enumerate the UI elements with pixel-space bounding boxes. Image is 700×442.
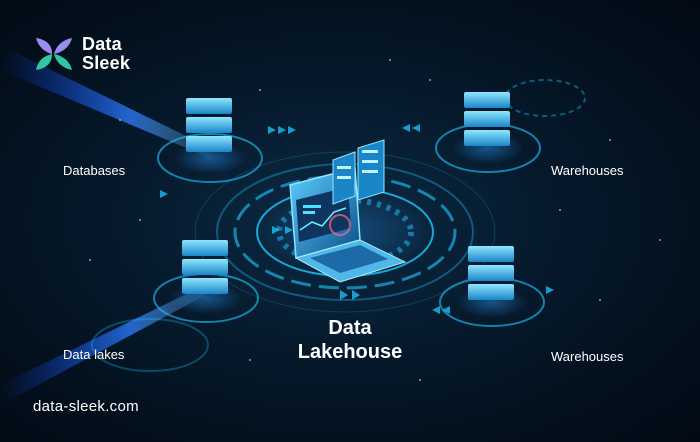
center-title: Data Lakehouse [276, 316, 424, 364]
label-data-lakes: Data lakes [63, 347, 125, 362]
light-particles [89, 59, 661, 381]
center-title-line1: Data [328, 317, 372, 339]
label-warehouses-top: Warehouses [551, 163, 624, 178]
website-link[interactable]: data-sleek.com [33, 398, 139, 415]
central-server-rack-icon [332, 139, 385, 205]
brand-name: Data Sleek [82, 35, 130, 73]
brand-logo[interactable]: Data Sleek [34, 34, 130, 74]
center-title-line2: Lakehouse [297, 341, 403, 363]
label-databases: Databases [63, 163, 126, 178]
label-warehouses-bottom: Warehouses [551, 349, 624, 364]
server-stack-top-left-icon [157, 98, 263, 183]
server-stack-bottom-left-icon [91, 240, 259, 372]
brand-name-line1: Data [82, 34, 122, 54]
server-stack-bottom-right-icon [439, 246, 545, 327]
server-stack-top-right-icon [435, 79, 586, 173]
brand-name-line2: Sleek [82, 53, 131, 73]
flow-arrows [160, 124, 554, 314]
data-sleek-logo-icon [36, 38, 72, 70]
